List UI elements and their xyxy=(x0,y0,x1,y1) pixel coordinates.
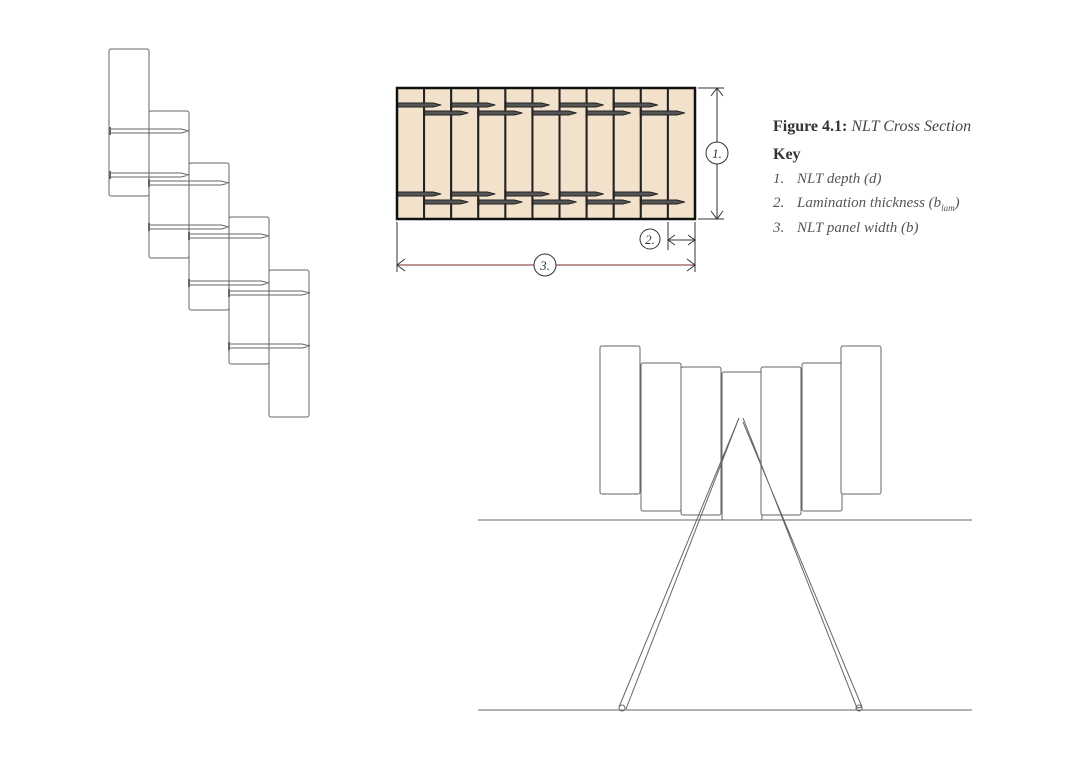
key-number: 3. xyxy=(773,220,785,236)
dimension-marker-1: 1. xyxy=(712,146,722,161)
lamination xyxy=(477,87,507,220)
lamination xyxy=(396,87,426,220)
lamination xyxy=(423,87,453,220)
key-text: Lamination thickness (b xyxy=(797,195,942,211)
angled-nail-right xyxy=(742,417,863,709)
lamination xyxy=(558,87,588,220)
dimension-lamination xyxy=(639,222,696,272)
staggered-laminations-sketch xyxy=(108,48,311,418)
nail xyxy=(504,191,550,197)
lamination xyxy=(639,87,669,220)
nail xyxy=(450,191,496,197)
figure-title: Figure 4.1: NLT Cross Section xyxy=(773,118,971,136)
lamination-board xyxy=(760,366,802,516)
lamination-board xyxy=(840,345,882,495)
lamination-board xyxy=(599,345,641,495)
dimension-marker-2: 2. xyxy=(645,232,655,247)
angled-nailing-sketch xyxy=(478,345,972,712)
nail xyxy=(504,102,550,108)
lamination-board xyxy=(108,48,150,197)
key-number: 1. xyxy=(773,171,785,187)
nail xyxy=(396,102,442,108)
lamination xyxy=(585,87,615,220)
nail-head xyxy=(618,704,626,712)
key-heading: Key xyxy=(773,146,801,163)
nail xyxy=(640,110,686,116)
key-item: 2. Lamination thickness (blam) xyxy=(773,195,971,213)
nail xyxy=(559,102,604,108)
lamination xyxy=(504,87,534,220)
figure-name: NLT Cross Section xyxy=(851,118,972,135)
lamination-board xyxy=(640,362,682,512)
nail xyxy=(559,191,604,197)
key-subscript: lam xyxy=(941,203,955,213)
angled-nail-left xyxy=(618,417,740,710)
figure-caption: Figure 4.1: NLT Cross Section Key 1. NLT … xyxy=(773,118,971,237)
lamination xyxy=(612,87,642,220)
nail xyxy=(423,199,469,205)
figure-label: Figure 4.1: xyxy=(773,118,848,135)
nail xyxy=(586,110,631,116)
nail xyxy=(477,199,523,205)
panel-outline xyxy=(395,86,697,221)
dimension-width xyxy=(396,222,696,277)
key-text: NLT panel width (b) xyxy=(797,220,919,236)
lamination-board xyxy=(801,362,843,512)
lamination xyxy=(450,87,480,220)
key-suffix: ) xyxy=(954,195,960,211)
key-text: NLT depth (d) xyxy=(797,171,882,187)
key-number: 2. xyxy=(773,195,785,211)
nlt-cross-section xyxy=(395,86,697,221)
nail xyxy=(423,110,469,116)
lamination-board xyxy=(680,366,722,516)
key-item: 1. NLT depth (d) xyxy=(773,171,971,188)
nail xyxy=(396,191,442,197)
key-item: 3. NLT panel width (b) xyxy=(773,220,971,237)
nail xyxy=(531,110,577,116)
nail xyxy=(450,102,496,108)
dimension-marker-3: 3. xyxy=(539,258,550,273)
nail xyxy=(613,102,658,108)
nail xyxy=(586,199,631,205)
lamination xyxy=(666,87,697,220)
nail xyxy=(640,199,686,205)
nail xyxy=(477,110,523,116)
nail xyxy=(531,199,577,205)
dimension-depth xyxy=(698,87,729,220)
nail xyxy=(613,191,658,197)
lamination xyxy=(531,87,561,220)
nail-head xyxy=(855,704,863,712)
